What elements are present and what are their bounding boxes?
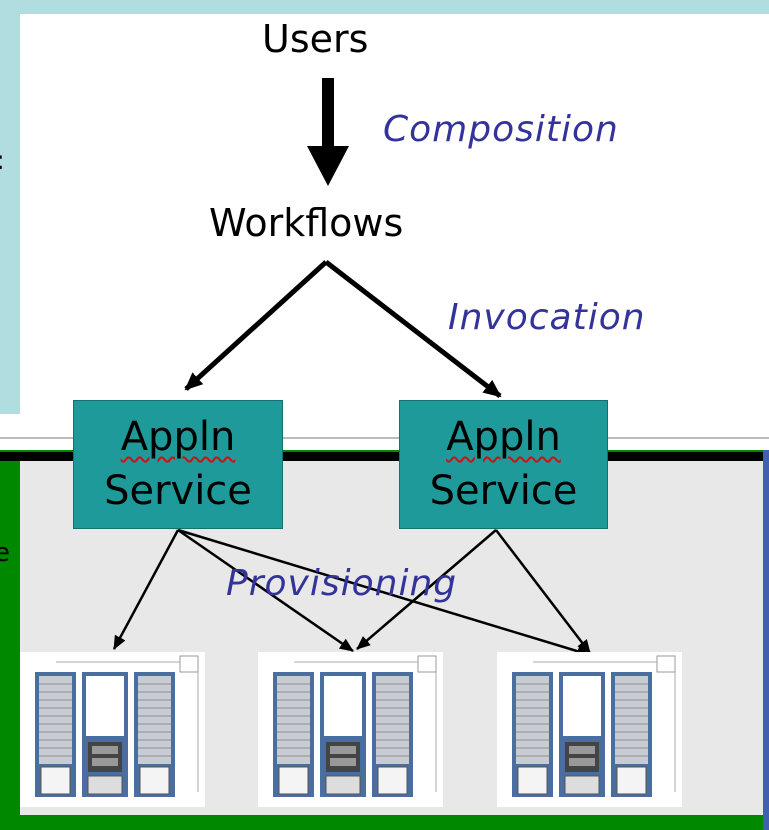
provision-arrow-2a — [356, 529, 497, 650]
white-content-area — [20, 14, 769, 414]
invocation-label: Invocation — [448, 297, 646, 338]
service-label-line1: Appln — [446, 414, 561, 460]
workflows-node: Workflows — [209, 201, 404, 245]
service-label-line2: Service — [104, 468, 252, 514]
slide-edge-text: e — [0, 538, 10, 568]
provision-arrow-1c — [177, 528, 591, 657]
server-rack-icon — [258, 652, 443, 807]
workflows-to-service-2-arrow — [324, 260, 502, 398]
server-rack-icon — [20, 652, 205, 807]
provision-arrow-1b — [177, 528, 354, 653]
provision-arrow-2b — [495, 529, 591, 654]
provisioning-label: Provisioning — [226, 563, 458, 604]
users-node: Users — [262, 17, 369, 61]
provision-arrow-1a — [112, 529, 180, 650]
service-label-line1: Appln — [120, 414, 236, 460]
appln-service-box: Appln Service — [73, 400, 283, 529]
thick-divider — [0, 452, 769, 461]
workflows-to-service-1-arrow — [184, 260, 328, 391]
users-to-workflows-arrow — [307, 78, 349, 186]
server-rack-icon — [497, 652, 682, 807]
composition-label: Composition — [383, 109, 619, 150]
right-edge — [763, 450, 769, 830]
service-label-line2: Service — [429, 468, 578, 514]
slide-edge-text: : — [0, 148, 5, 174]
appln-service-box: Appln Service — [399, 400, 608, 529]
